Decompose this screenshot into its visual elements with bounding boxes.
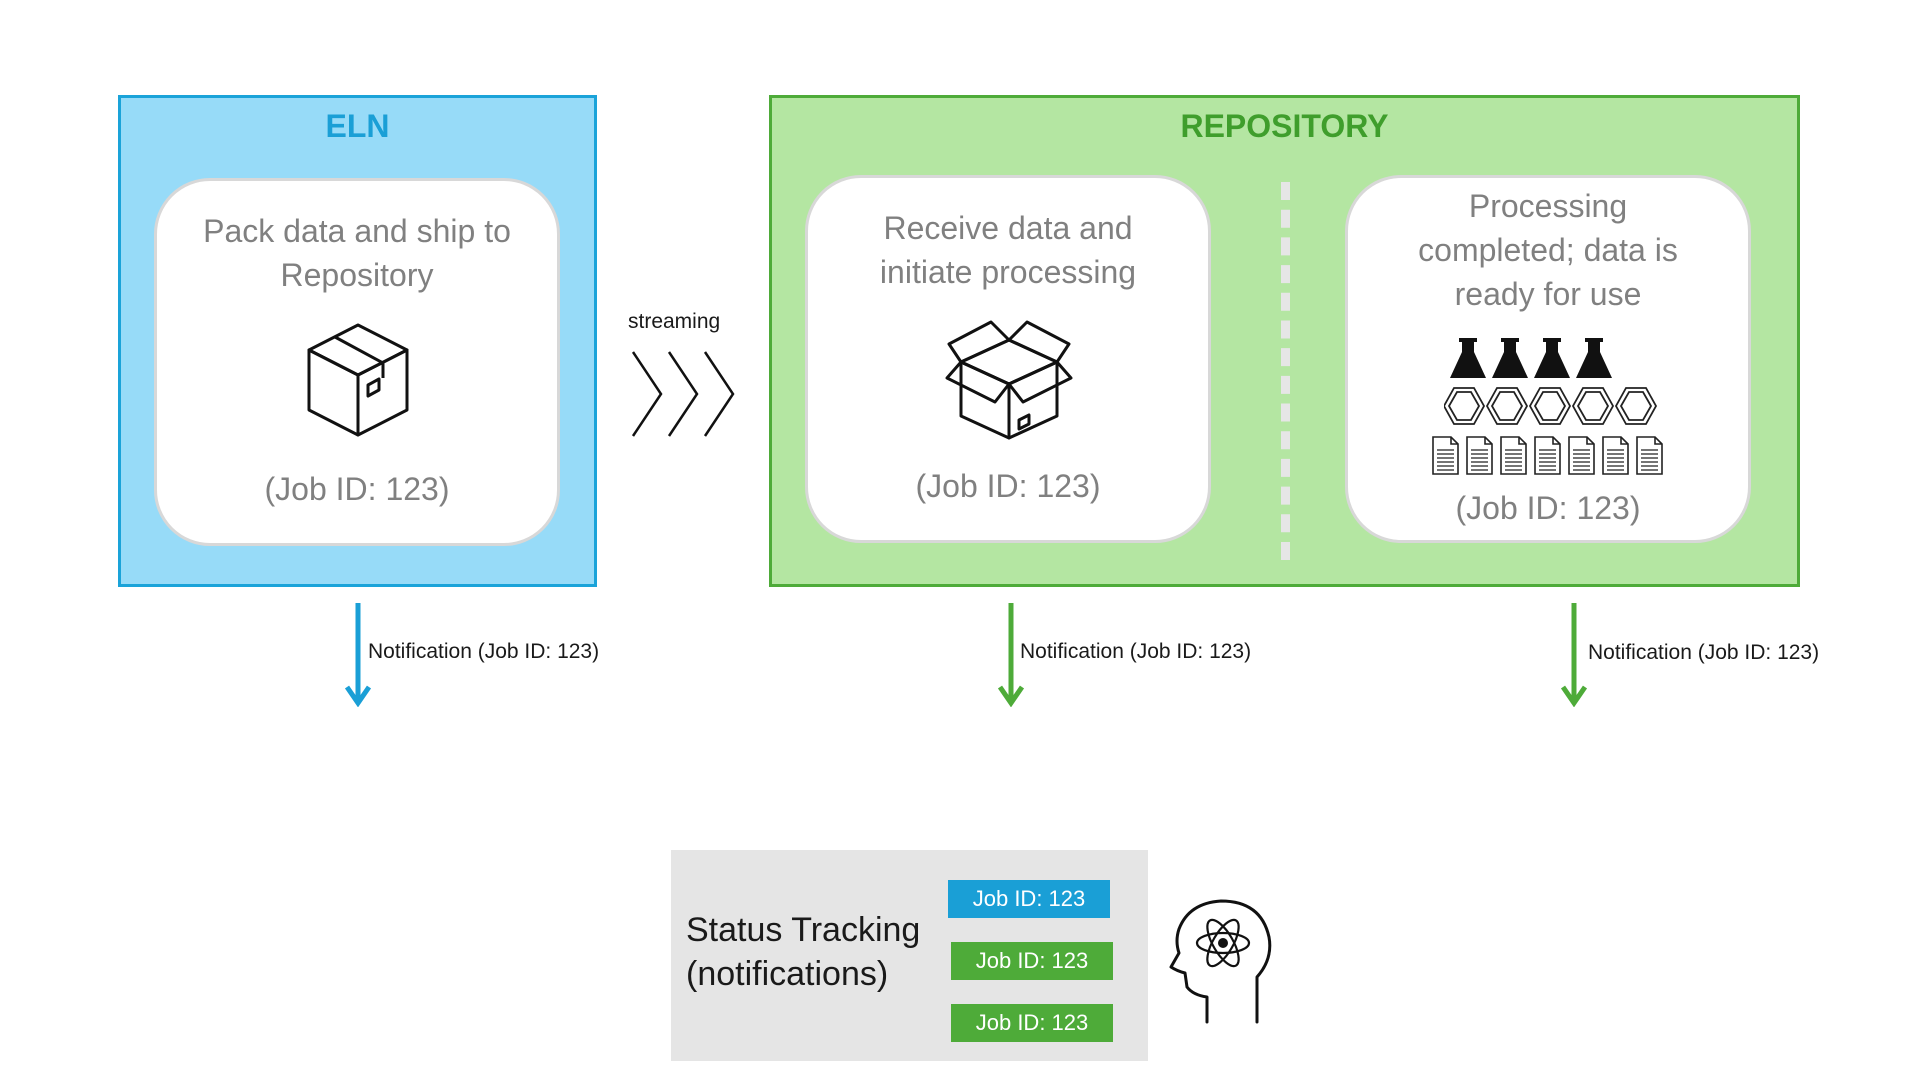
processed-notification-label: Notification (Job ID: 123) bbox=[1588, 641, 1820, 664]
receive-notification-label: Notification (Job ID: 123) bbox=[1020, 640, 1252, 663]
chevron-arrows-icon bbox=[631, 351, 735, 437]
eln-title: ELN bbox=[325, 108, 390, 144]
eln-card: Pack data and ship to Repository (Job ID… bbox=[154, 178, 560, 546]
streaming-label: streaming bbox=[628, 310, 721, 333]
receive-card-text: Receive data and initiate processing bbox=[808, 206, 1208, 294]
document-icon bbox=[1432, 436, 1663, 475]
repository-title: REPOSITORY bbox=[1180, 108, 1389, 144]
receive-job-id: (Job ID: 123) bbox=[915, 468, 1101, 504]
flask-icon bbox=[1450, 338, 1612, 378]
status-tracking-title: Status Tracking (notifications) bbox=[686, 908, 920, 996]
eln-card-text: Pack data and ship to Repository bbox=[157, 209, 557, 297]
closed-box-icon bbox=[307, 323, 409, 437]
processed-job-id: (Job ID: 123) bbox=[1455, 490, 1641, 526]
status-tracking-box: Status Tracking (notifications) Job ID: … bbox=[671, 850, 1148, 1061]
status-badge-processed: Job ID: 123 bbox=[951, 1004, 1113, 1042]
processed-notification-arrow-icon bbox=[1561, 603, 1587, 707]
status-tracking-line1: Status Tracking bbox=[686, 911, 921, 949]
eln-notification-arrow-icon bbox=[345, 603, 371, 707]
eln-card-text-line2: Repository bbox=[280, 257, 434, 293]
processed-card-text-line2: completed; data is bbox=[1418, 232, 1678, 268]
processed-card-text: Processing completed; data is ready for … bbox=[1348, 184, 1748, 316]
eln-card-text-line1: Pack data and ship to bbox=[203, 213, 511, 249]
eln-panel: ELN Pack data and ship to Repository (Jo… bbox=[118, 95, 597, 587]
hexagon-icon bbox=[1444, 387, 1658, 425]
status-badge-receive: Job ID: 123 bbox=[951, 942, 1113, 980]
processed-card: Processing completed; data is ready for … bbox=[1345, 175, 1751, 543]
receive-notification-arrow-icon bbox=[998, 603, 1024, 707]
repository-divider bbox=[1281, 182, 1290, 560]
processed-card-text-line1: Processing bbox=[1468, 188, 1628, 224]
status-tracking-line2: (notifications) bbox=[686, 955, 889, 993]
open-box-icon bbox=[945, 320, 1073, 440]
status-badge-eln: Job ID: 123 bbox=[948, 880, 1110, 918]
receive-card: Receive data and initiate processing (Jo… bbox=[805, 175, 1211, 543]
receive-card-text-line1: Receive data and bbox=[883, 210, 1133, 246]
processed-card-text-line3: ready for use bbox=[1454, 276, 1642, 312]
receive-card-text-line2: initiate processing bbox=[879, 254, 1137, 290]
eln-notification-label: Notification (Job ID: 123) bbox=[368, 640, 600, 663]
eln-job-id: (Job ID: 123) bbox=[264, 471, 450, 507]
head-atom-icon bbox=[1169, 899, 1272, 1024]
